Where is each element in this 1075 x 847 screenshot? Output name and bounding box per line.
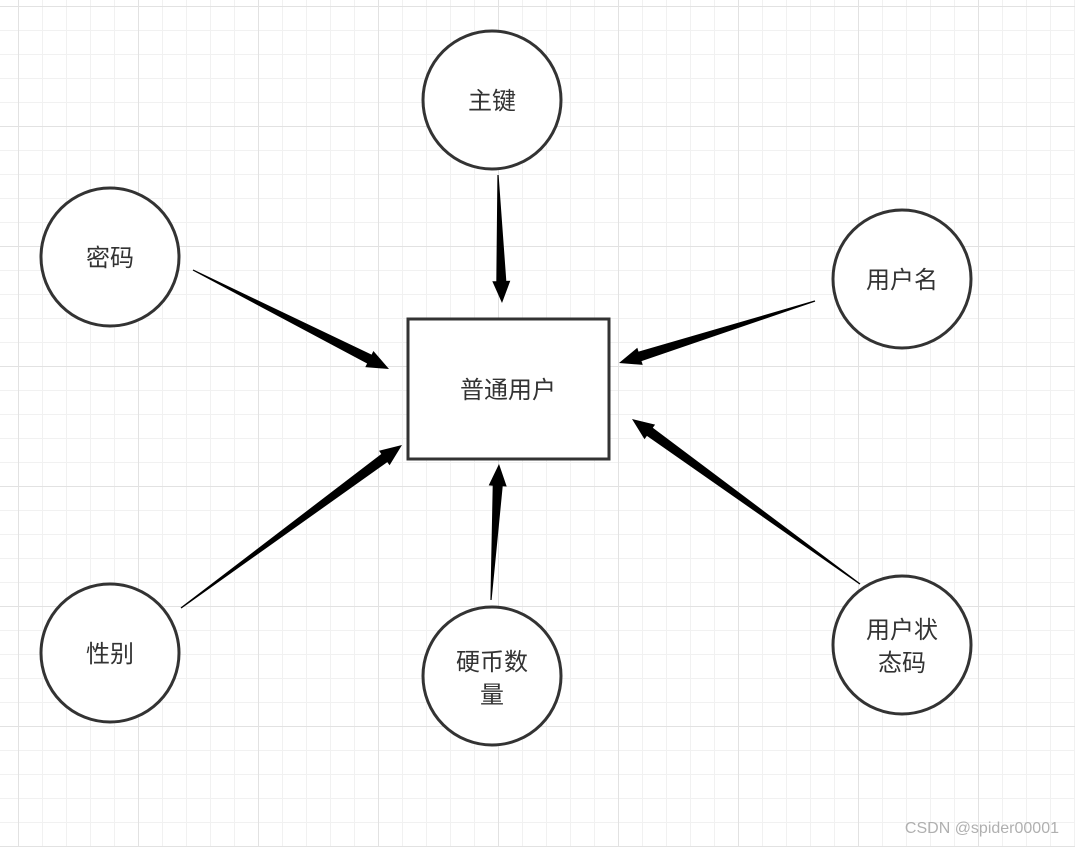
attribute-label-line-2: 态码 bbox=[878, 649, 926, 677]
attribute-circle bbox=[421, 605, 563, 747]
attribute-primary-key[interactable]: 主键 bbox=[421, 29, 563, 171]
arrow-password bbox=[192, 269, 389, 369]
entity-box bbox=[406, 317, 611, 461]
watermark: CSDN @spider00001 bbox=[904, 820, 1059, 837]
attribute-label: 用户名 bbox=[866, 266, 938, 294]
attribute-username[interactable]: 用户名 bbox=[831, 208, 973, 350]
attribute-circle bbox=[39, 186, 181, 328]
attribute-circle bbox=[39, 582, 181, 724]
arrows-layer bbox=[180, 175, 861, 609]
arrow-coin-count bbox=[488, 464, 507, 600]
arrow-user-status-code bbox=[632, 419, 861, 585]
attribute-circle bbox=[421, 29, 563, 171]
arrow-primary-key bbox=[492, 175, 511, 303]
attribute-label: 主键 bbox=[468, 87, 516, 115]
arrow-username bbox=[619, 300, 816, 365]
attribute-user-status-code[interactable]: 用户状 态码 bbox=[831, 574, 973, 716]
entity-label: 普通用户 bbox=[460, 376, 556, 404]
attribute-label: 密码 bbox=[86, 244, 134, 272]
attribute-label-line-1: 用户状 bbox=[866, 616, 938, 644]
attribute-label: 性别 bbox=[86, 640, 134, 668]
attribute-label-line-2: 量 bbox=[480, 681, 504, 709]
arrow-gender bbox=[180, 445, 402, 609]
attribute-circle bbox=[831, 208, 973, 350]
attribute-password[interactable]: 密码 bbox=[39, 186, 181, 328]
attribute-circle bbox=[831, 574, 973, 716]
entity-node[interactable]: 普通用户 bbox=[406, 317, 611, 461]
attribute-coin-count[interactable]: 硬币数 量 bbox=[421, 605, 563, 747]
attribute-label-line-1: 硬币数 bbox=[456, 648, 528, 676]
attribute-gender[interactable]: 性别 bbox=[39, 582, 181, 724]
